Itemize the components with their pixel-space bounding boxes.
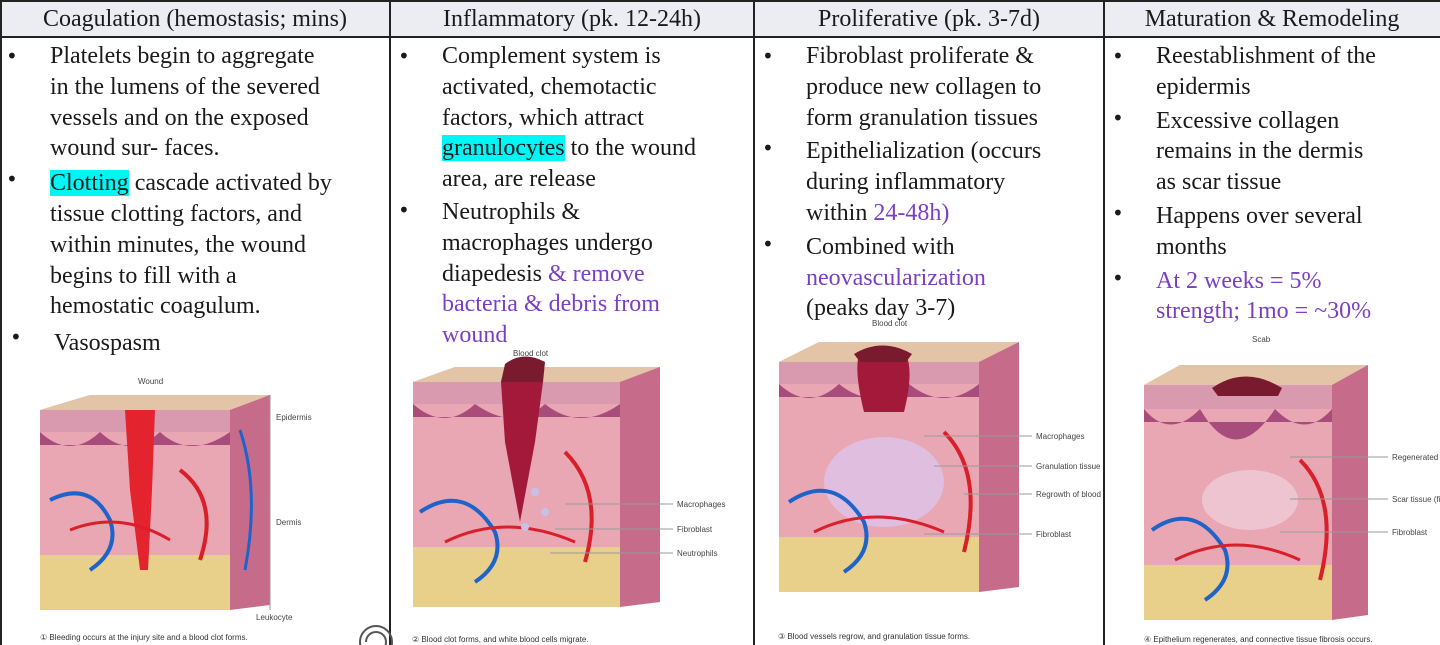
bullets-proliferative: Fibroblast proliferate & produce new col… xyxy=(758,41,1104,324)
bullet-several-months: Happens over several months xyxy=(1108,198,1440,263)
highlight-clotting: Clotting xyxy=(50,170,129,197)
header-proliferative: Proliferative (pk. 3-7d) xyxy=(754,0,1104,38)
bullets-maturation: Reestablishment of the epidermis Excessi… xyxy=(1108,41,1440,327)
bullet-clotting: Clotting cascade activated by tissue clo… xyxy=(2,164,388,322)
bullet-fibroblast: Fibroblast proliferate & produce new col… xyxy=(758,41,1104,133)
label-epidermis: Epidermis xyxy=(276,413,312,422)
column-maturation: Maturation & Remodeling Reestablishment … xyxy=(1104,0,1440,645)
column-inflammatory: Inflammatory (pk. 12-24h) Complement sys… xyxy=(390,0,754,645)
header-maturation: Maturation & Remodeling xyxy=(1104,0,1440,38)
header-coagulation: Coagulation (hemostasis; mins) xyxy=(0,0,390,38)
label-fibroblast: Fibroblast xyxy=(677,525,713,534)
column-proliferative: Proliferative (pk. 3-7d) Fibroblast prol… xyxy=(754,0,1104,645)
bullet-reestablishment: Reestablishment of the epidermis xyxy=(1108,41,1440,103)
figure-proliferative: Blood clot Macrophages Granulation tissu… xyxy=(779,319,1104,592)
bullet-platelets: Platelets begin to aggregate in the lume… xyxy=(2,41,388,164)
label-macrophages: Macrophages xyxy=(677,500,725,509)
label-wound: Wound xyxy=(138,377,163,386)
figure-coagulation: Wound Epidermis Dermis Leukocyte xyxy=(40,377,312,622)
label-macrophages-3: Macrophages xyxy=(1036,432,1084,441)
label-neutrophils: Neutrophils xyxy=(677,549,717,558)
caption-proliferative: ③ Blood vessels regrow, and granulation … xyxy=(778,632,971,641)
label-leukocyte: Leukocyte xyxy=(256,613,293,622)
highlight-granulocytes: granulocytes xyxy=(442,135,565,162)
label-blood-clot-3: Blood clot xyxy=(872,319,908,328)
label-fibroblast-3: Fibroblast xyxy=(1036,530,1072,539)
bullet-neutrophils: Neutrophils & macrophages undergo diaped… xyxy=(394,195,754,351)
bullet-complement: Complement system is activated, chemotac… xyxy=(394,41,754,195)
label-blood-clot: Blood clot xyxy=(513,349,549,358)
bullet-epithelialization: Epithelialization (occurs during inflamm… xyxy=(758,133,1104,228)
figure-inflammatory: Blood clot Macrophages Fibroblast Neutro… xyxy=(413,349,725,607)
bullet-vasospasm: Vasospasm xyxy=(4,322,388,359)
caption-maturation: ④ Epithelium regenerates, and connective… xyxy=(1144,635,1373,644)
caption-coagulation: ① Bleeding occurs at the injury site and… xyxy=(40,633,248,642)
divider-1 xyxy=(389,0,391,645)
label-scar-tissue: Scar tissue (fibrosis) xyxy=(1392,495,1440,504)
rotate-handle-icon[interactable] xyxy=(352,620,404,645)
border-left xyxy=(0,0,2,645)
bullets-coagulation: Platelets begin to aggregate in the lume… xyxy=(2,41,388,359)
header-inflammatory: Inflammatory (pk. 12-24h) xyxy=(390,0,754,38)
label-fibroblast-4: Fibroblast xyxy=(1392,528,1428,537)
label-regenerated-epidermis: Regenerated epidermis xyxy=(1392,453,1440,462)
bullet-excessive-collagen: Excessive collagen remains in the dermis… xyxy=(1108,103,1440,198)
bullets-inflammatory: Complement system is activated, chemotac… xyxy=(394,41,754,351)
column-coagulation: Coagulation (hemostasis; mins) Platelets… xyxy=(0,0,390,645)
divider-2 xyxy=(753,0,755,645)
bullet-combined: Combined with neovascularization (peaks … xyxy=(758,229,1104,324)
label-granulation-tissue: Granulation tissue xyxy=(1036,462,1101,471)
label-scab: Scab xyxy=(1252,335,1271,344)
label-regrowth: Regrowth of blood vessel xyxy=(1036,490,1104,499)
figure-maturation: Scab Regenerated epidermis Scar tissue (… xyxy=(1144,335,1440,620)
divider-3 xyxy=(1103,0,1105,645)
bullet-strength: At 2 weeks = 5% strength; 1mo = ~30% xyxy=(1108,263,1440,328)
caption-inflammatory: ② Blood clot forms, and white blood cell… xyxy=(412,635,589,644)
label-dermis: Dermis xyxy=(276,518,301,527)
